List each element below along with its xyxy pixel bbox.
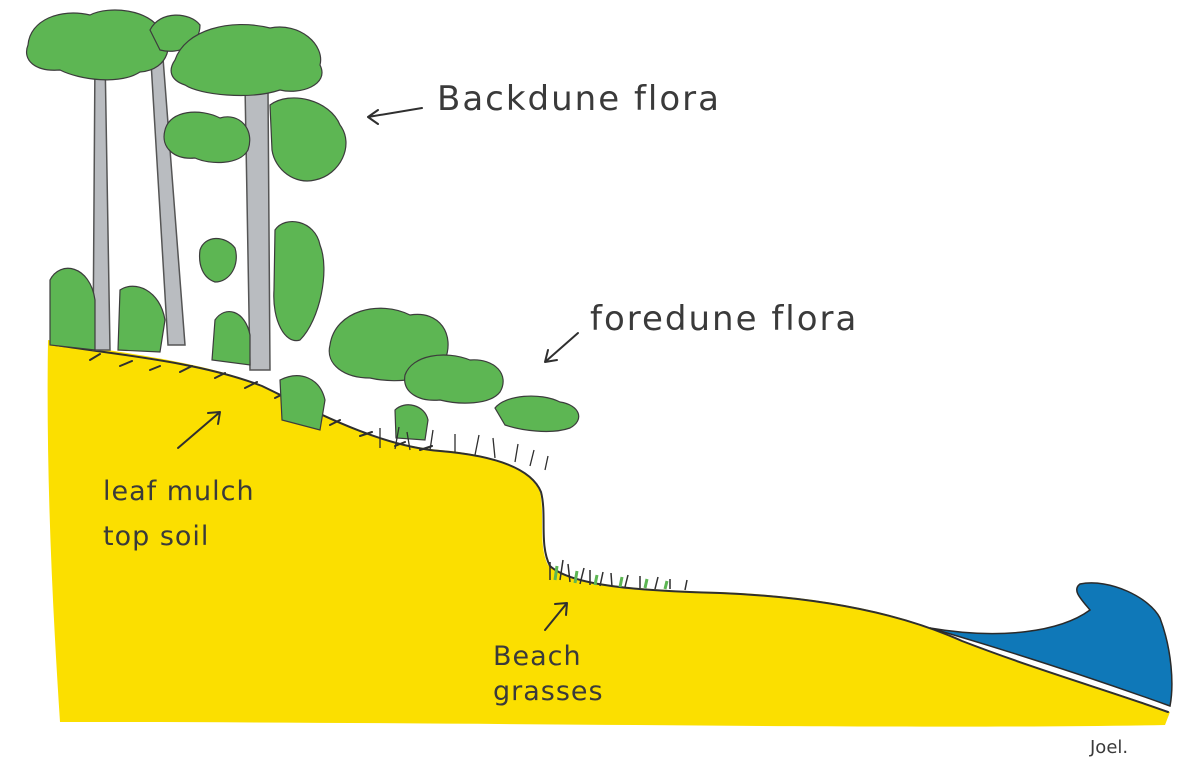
annotation-arrows [177,107,579,631]
arrow-backdune [367,107,423,125]
label-grasses: grasses [493,676,604,707]
arrow-foredune [544,332,579,363]
backdune-trees [26,9,347,371]
arrow-mulch [177,411,221,449]
ocean-wave [929,582,1173,708]
label-top-soil: top soil [103,521,209,552]
label-leaf-mulch: leaf mulch [103,476,255,507]
artist-signature: Joel. [1089,737,1128,758]
label-backdune-flora: Backdune flora [437,79,721,119]
sand-dune [47,340,1170,727]
foredune-grasses [379,426,549,471]
foredune-shrubs [279,307,580,441]
mulch-layer-line [54,344,1169,713]
label-foredune-flora: foredune flora [590,299,858,339]
label-beach: Beach [493,641,582,672]
arrow-grasses [544,602,568,631]
beach-grasses [549,559,688,591]
